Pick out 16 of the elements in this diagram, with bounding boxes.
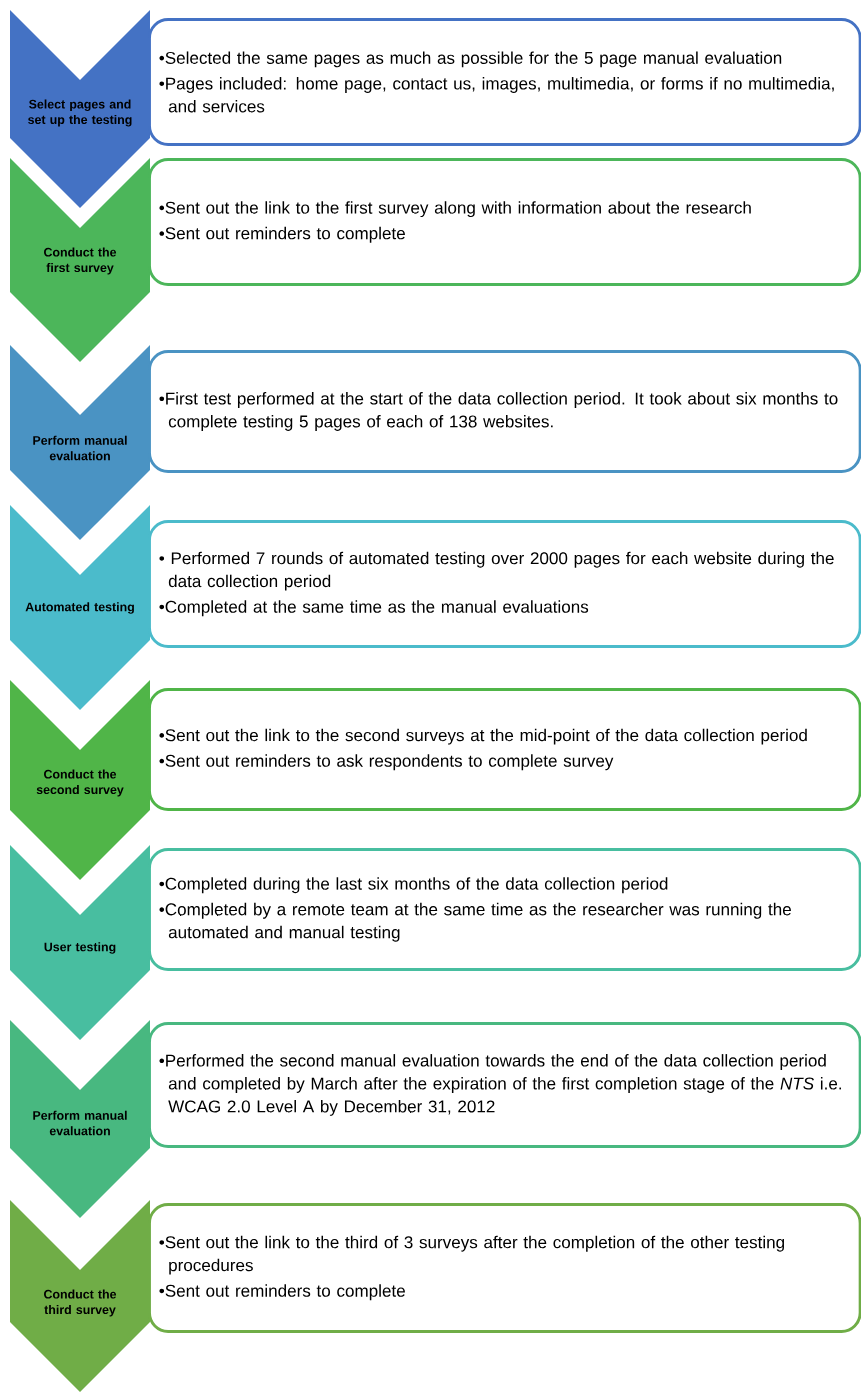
step-description-box: • Performed 7 rounds of automated testing over 2000 pages for each website during the data collection period •Completed at the same time as the manual evaluations (148, 520, 861, 648)
step-description-box: •Sent out the link to the first survey along with information about the research •Sent out reminders to complete (148, 158, 861, 286)
chevron-step: Conduct the third survey (10, 1200, 150, 1392)
chevron-step: Conduct the first survey (10, 158, 150, 362)
chevron-step: User testing (10, 845, 150, 1040)
step-description-box: •Sent out the link to the second surveys at the mid-point of the data collection period •Sent out reminders to ask respondents to complete survey (148, 688, 861, 811)
chevron-step: Conduct the second survey (10, 680, 150, 880)
step-description-box: •Completed during the last six months of the data collection period •Completed by a remote team at the same time as the researcher was running the automated and manual testing (148, 848, 861, 971)
step-description-box: •Sent out the link to the third of 3 surveys after the completion of the other testing procedures •Sent out reminders to complete (148, 1203, 861, 1333)
step-description-box: •Selected the same pages as much as possible for the 5 page manual evaluation •Pages included: home page, contact us, images, multimedia, or forms if no multimedia, and services (148, 18, 861, 146)
chevron-step: Perform manual evaluation (10, 345, 150, 540)
step-description-box: •First test performed at the start of the data collection period. It took about six months to complete testing 5 pages of each of 138 websites. (148, 350, 861, 473)
step-description-box: •Performed the second manual evaluation towards the end of the data collection period and completed by March after the expiration of the first completion stage of the NTS i.e. WCAG 2.0 Level A by December 31, 2012 (148, 1022, 861, 1148)
chevron-step: Select pages and set up the testing (10, 10, 150, 208)
chevron-step: Perform manual evaluation (10, 1020, 150, 1218)
chevron-step: Automated testing (10, 505, 150, 710)
